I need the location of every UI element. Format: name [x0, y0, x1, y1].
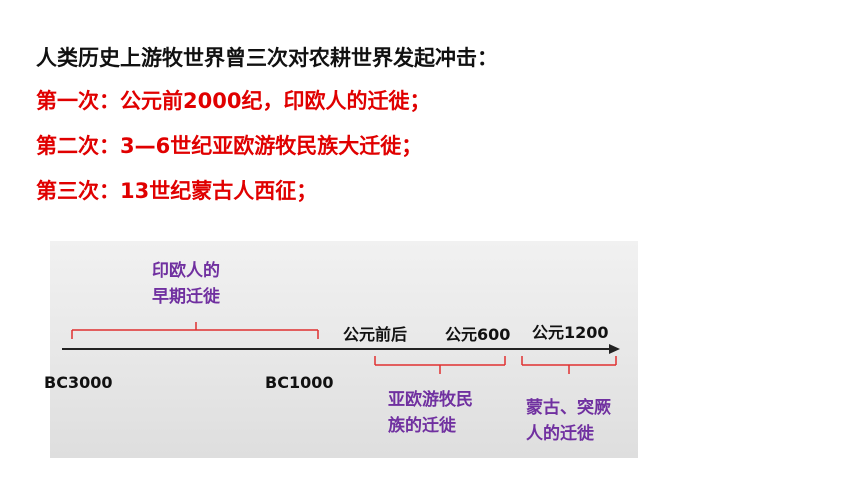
indo-label-2: 早期迁徙 — [152, 287, 220, 307]
first-wave-line: 第一次：公元前2000纪，印欧人的迁徙； — [36, 89, 431, 113]
indo-bracket — [71, 322, 319, 339]
eurasia-label-2: 族的迁徙 — [388, 416, 456, 436]
tick-bc3000: BC3000 — [44, 373, 113, 392]
second-wave-line: 第二次：3—6世纪亚欧游牧民族大迁徙； — [36, 134, 423, 158]
mongol-bracket — [521, 356, 617, 374]
timeline-axis — [62, 344, 620, 354]
mongol-label-1: 蒙古、突厥 — [526, 398, 611, 418]
tick-bc-ad: 公元前后 — [343, 325, 408, 344]
eurasia-bracket — [374, 356, 506, 374]
tick-bc1000: BC1000 — [265, 373, 334, 392]
eurasia-label-1: 亚欧游牧民 — [388, 390, 473, 410]
third-wave-line: 第三次：13世纪蒙古人西征； — [36, 179, 318, 203]
tick-ad1200: 公元1200 — [532, 323, 609, 342]
mongol-label-2: 人的迁徙 — [526, 424, 594, 444]
indo-label-1: 印欧人的 — [152, 261, 220, 281]
intro-line: 人类历史上游牧世界曾三次对农耕世界发起冲击： — [36, 46, 498, 70]
arrow-head-icon — [609, 344, 620, 354]
tick-ad600: 公元600 — [445, 325, 511, 344]
